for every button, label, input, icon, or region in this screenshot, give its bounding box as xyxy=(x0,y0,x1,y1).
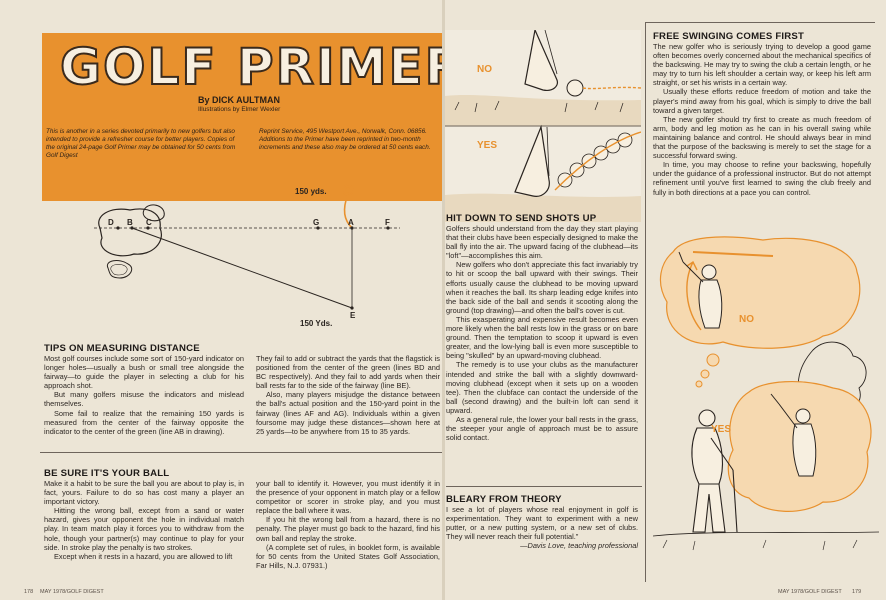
measuring-col1-p1: Most golf courses include some sort of 1… xyxy=(44,354,244,391)
free-top-rule xyxy=(645,22,875,23)
footer-page-left: 178 xyxy=(24,589,34,595)
swing-illustration: NO YES xyxy=(653,232,879,580)
byline: By DICK AULTMAN xyxy=(198,95,280,105)
page-gutter xyxy=(442,0,445,600)
bleary-quote: I see a lot of players whose real enjoym… xyxy=(446,505,638,542)
ball-col1: Make it a habit to be sure the ball you … xyxy=(44,479,244,561)
ball-heading: BE SURE IT'S YOUR BALL xyxy=(44,468,170,479)
measuring-heading: TIPS ON MEASURING DISTANCE xyxy=(44,343,200,354)
bottom-yardage-label: 150 Yds. xyxy=(300,319,332,328)
measuring-col2-p1: They fail to add or subtract the yards t… xyxy=(256,354,440,391)
hitdown-no-label: NO xyxy=(477,64,492,75)
green-outline xyxy=(98,208,162,257)
hitdown-p5: As a general rule, the lower your ball r… xyxy=(446,414,638,443)
free-text: The new golfer who is seriously trying t… xyxy=(653,42,871,197)
bunker-1 xyxy=(106,260,133,279)
point-label-f: F xyxy=(385,218,390,227)
swing-no-label: NO xyxy=(739,314,754,325)
ball-col2-p1: your ball to identify it. However, you m… xyxy=(256,479,440,516)
hitdown-illustration: NO YES xyxy=(445,30,641,222)
point-label-b: B xyxy=(127,218,133,227)
free-p2: Usually these efforts reduce freedom of … xyxy=(653,87,871,115)
hitdown-yes-label: YES xyxy=(477,140,498,151)
free-p3: The new golfer should try first to creat… xyxy=(653,114,871,161)
bunker-1-inner xyxy=(110,264,128,276)
hitdown-p3: This exasperating and expensive result b… xyxy=(446,314,638,361)
marker-arc xyxy=(343,193,353,229)
bleary-text: I see a lot of players whose real enjoym… xyxy=(446,505,638,550)
column-rule-right xyxy=(645,22,646,582)
footer-page-right: 179 xyxy=(852,589,862,595)
ball-col1-p1: Make it a habit to be sure the ball you … xyxy=(44,479,244,507)
footer-issue-right: MAY 1978/GOLF DIGEST xyxy=(778,589,842,595)
measuring-col2-p2: Also, many players misjudge the distance… xyxy=(256,390,440,436)
hitdown-text: Golfers should understand from the day t… xyxy=(446,224,638,442)
ball-line-be xyxy=(131,227,353,309)
measuring-col1-p2: But many golfers misuse the indicators a… xyxy=(44,390,244,409)
bleary-heading: BLEARY FROM THEORY xyxy=(446,494,562,505)
top-yardage-label: 150 yds. xyxy=(295,187,327,196)
page-title: GOLF PRIMER xyxy=(59,37,466,97)
hitdown-heading: HIT DOWN TO SEND SHOTS UP xyxy=(446,213,597,224)
ball-col2-p2: If you hit the wrong ball from a hazard,… xyxy=(256,515,440,543)
point-label-g: G xyxy=(313,218,319,227)
hitdown-p1: Golfers should understand from the day t… xyxy=(446,224,638,261)
hitdown-p2: New golfers who don't appreciate this fa… xyxy=(446,260,638,315)
yardage-bush-icon xyxy=(342,184,354,196)
intro-text-left: This is another in a series devoted prim… xyxy=(46,128,236,159)
bleary-attribution: —Davis Love, teaching professional xyxy=(520,541,638,551)
free-p4: In time, you may choose to refine your b… xyxy=(653,160,871,197)
ball-col1-p3: Except when it rests in a hazard, you ar… xyxy=(54,551,233,561)
free-p1: The new golfer who is seriously trying t… xyxy=(653,42,871,88)
ball-col1-p2: Hitting the wrong ball, except from a sa… xyxy=(44,506,244,552)
hitdown-p4: The remedy is to use your clubs as the m… xyxy=(446,360,638,415)
measuring-col1: Most golf courses include some sort of 1… xyxy=(44,354,244,436)
footer-issue-left: MAY 1978/GOLF DIGEST xyxy=(40,589,104,595)
point-label-a: A xyxy=(348,218,354,227)
ball-col2-p3: (A complete set of rules, in booklet for… xyxy=(256,542,440,570)
ball-col2: your ball to identify it. However, you m… xyxy=(256,479,440,570)
divider-rule xyxy=(40,452,444,453)
bleary-rule xyxy=(446,486,642,487)
point-label-e: E xyxy=(350,311,356,320)
illustrator-credit: Illustrations by Elmer Wexler xyxy=(198,106,281,113)
intro-text-right: Reprint Service, 495 Westport Ave., Norw… xyxy=(259,128,431,151)
free-heading: FREE SWINGING COMES FIRST xyxy=(653,31,805,42)
swing-yes-label: YES xyxy=(711,424,732,435)
measuring-col1-p3: Some fail to realize that the remaining … xyxy=(44,408,244,436)
point-label-c: C xyxy=(146,218,152,227)
point-label-d: D xyxy=(108,218,114,227)
measuring-col2: They fail to add or subtract the yards t… xyxy=(256,354,440,436)
distance-diagram: D B C G A F E 150 yds. 150 Yds. xyxy=(94,184,400,328)
title-banner xyxy=(42,33,442,201)
bunker-2 xyxy=(142,204,165,222)
